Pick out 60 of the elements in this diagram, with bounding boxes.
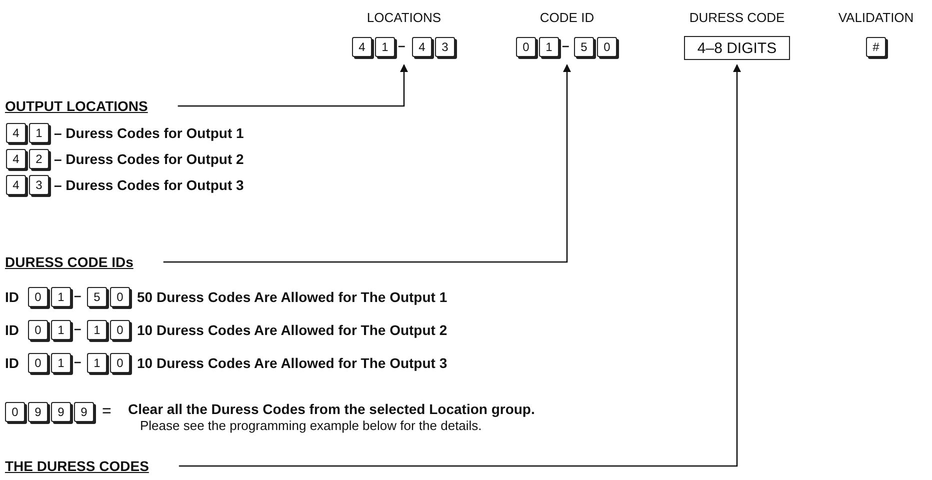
keypad-key: 4 [6, 149, 26, 169]
keypad-key: 1 [375, 37, 395, 57]
column-heading: CODE ID [538, 10, 596, 25]
description-text: 10 Duress Codes Are Allowed for The Output 3 [137, 354, 448, 373]
key-group [682, 10, 792, 62]
keypad-key: 0 [5, 402, 25, 422]
keypad-key: 9 [51, 402, 71, 422]
keypad-key: 5 [574, 37, 594, 57]
keypad-key: 1 [87, 320, 107, 340]
keypad-key: 3 [435, 37, 455, 57]
note-text: Please see the programming example below for the details. [140, 417, 482, 435]
keypad-key: 1 [51, 320, 71, 340]
range-dash: – [398, 37, 406, 55]
description-text: ID [5, 354, 19, 373]
description-text: ID [5, 321, 19, 340]
keypad-key: 9 [74, 402, 94, 422]
keypad-key: 0 [28, 353, 48, 373]
keypad-key: 0 [110, 320, 130, 340]
keypad-key: # [866, 37, 886, 57]
keypad-key: 1 [87, 353, 107, 373]
keypad-key: 4 [412, 37, 432, 57]
keypad-key: 4 [352, 37, 372, 57]
keypad-key: 4 [6, 175, 26, 195]
keypad-key: 0 [110, 287, 130, 307]
section-heading: OUTPUT LOCATIONS [5, 98, 148, 114]
description-text: 10 Duress Codes Are Allowed for The Output 2 [137, 321, 448, 340]
description-text: 50 Duress Codes Are Allowed for The Output 1 [137, 288, 448, 307]
keypad-key: 1 [539, 37, 559, 57]
keypad-key: 4 [6, 123, 26, 143]
range-dash: – [74, 320, 82, 338]
description-text: ID [5, 288, 19, 307]
keypad-key: 1 [51, 287, 71, 307]
description-text: – Duress Codes for Output 1 [54, 124, 244, 143]
keypad-key: 0 [28, 287, 48, 307]
range-dash: – [74, 287, 82, 305]
equals-sign: = [102, 402, 112, 422]
range-dash: – [562, 37, 570, 55]
keypad-key: 5 [87, 287, 107, 307]
section-heading: THE DURESS CODES [5, 458, 149, 474]
column-heading: DURESS CODE [688, 10, 786, 25]
range-dash: – [74, 353, 82, 371]
leader-arrow [178, 64, 408, 107]
leader-arrow [163, 64, 571, 263]
description-text: – Duress Codes for Output 2 [54, 150, 244, 169]
keypad-key: 9 [28, 402, 48, 422]
code-entry-box: 4–8 DIGITS [684, 36, 790, 60]
column-heading: VALIDATION [837, 10, 915, 25]
keypad-key: 1 [29, 123, 49, 143]
keypad-key: 1 [51, 353, 71, 373]
leader-arrow [178, 64, 741, 467]
keypad-key: 2 [29, 149, 49, 169]
keypad-key: 0 [516, 37, 536, 57]
keypad-key: 0 [597, 37, 617, 57]
keypad-key: 0 [28, 320, 48, 340]
keypad-key: 0 [110, 353, 130, 373]
description-text: – Duress Codes for Output 3 [54, 176, 244, 195]
section-heading: DURESS CODE IDs [5, 254, 134, 270]
column-heading: LOCATIONS [366, 10, 442, 25]
description-text: Clear all the Duress Codes from the selected Location group. [128, 400, 535, 419]
keypad-key: 3 [29, 175, 49, 195]
